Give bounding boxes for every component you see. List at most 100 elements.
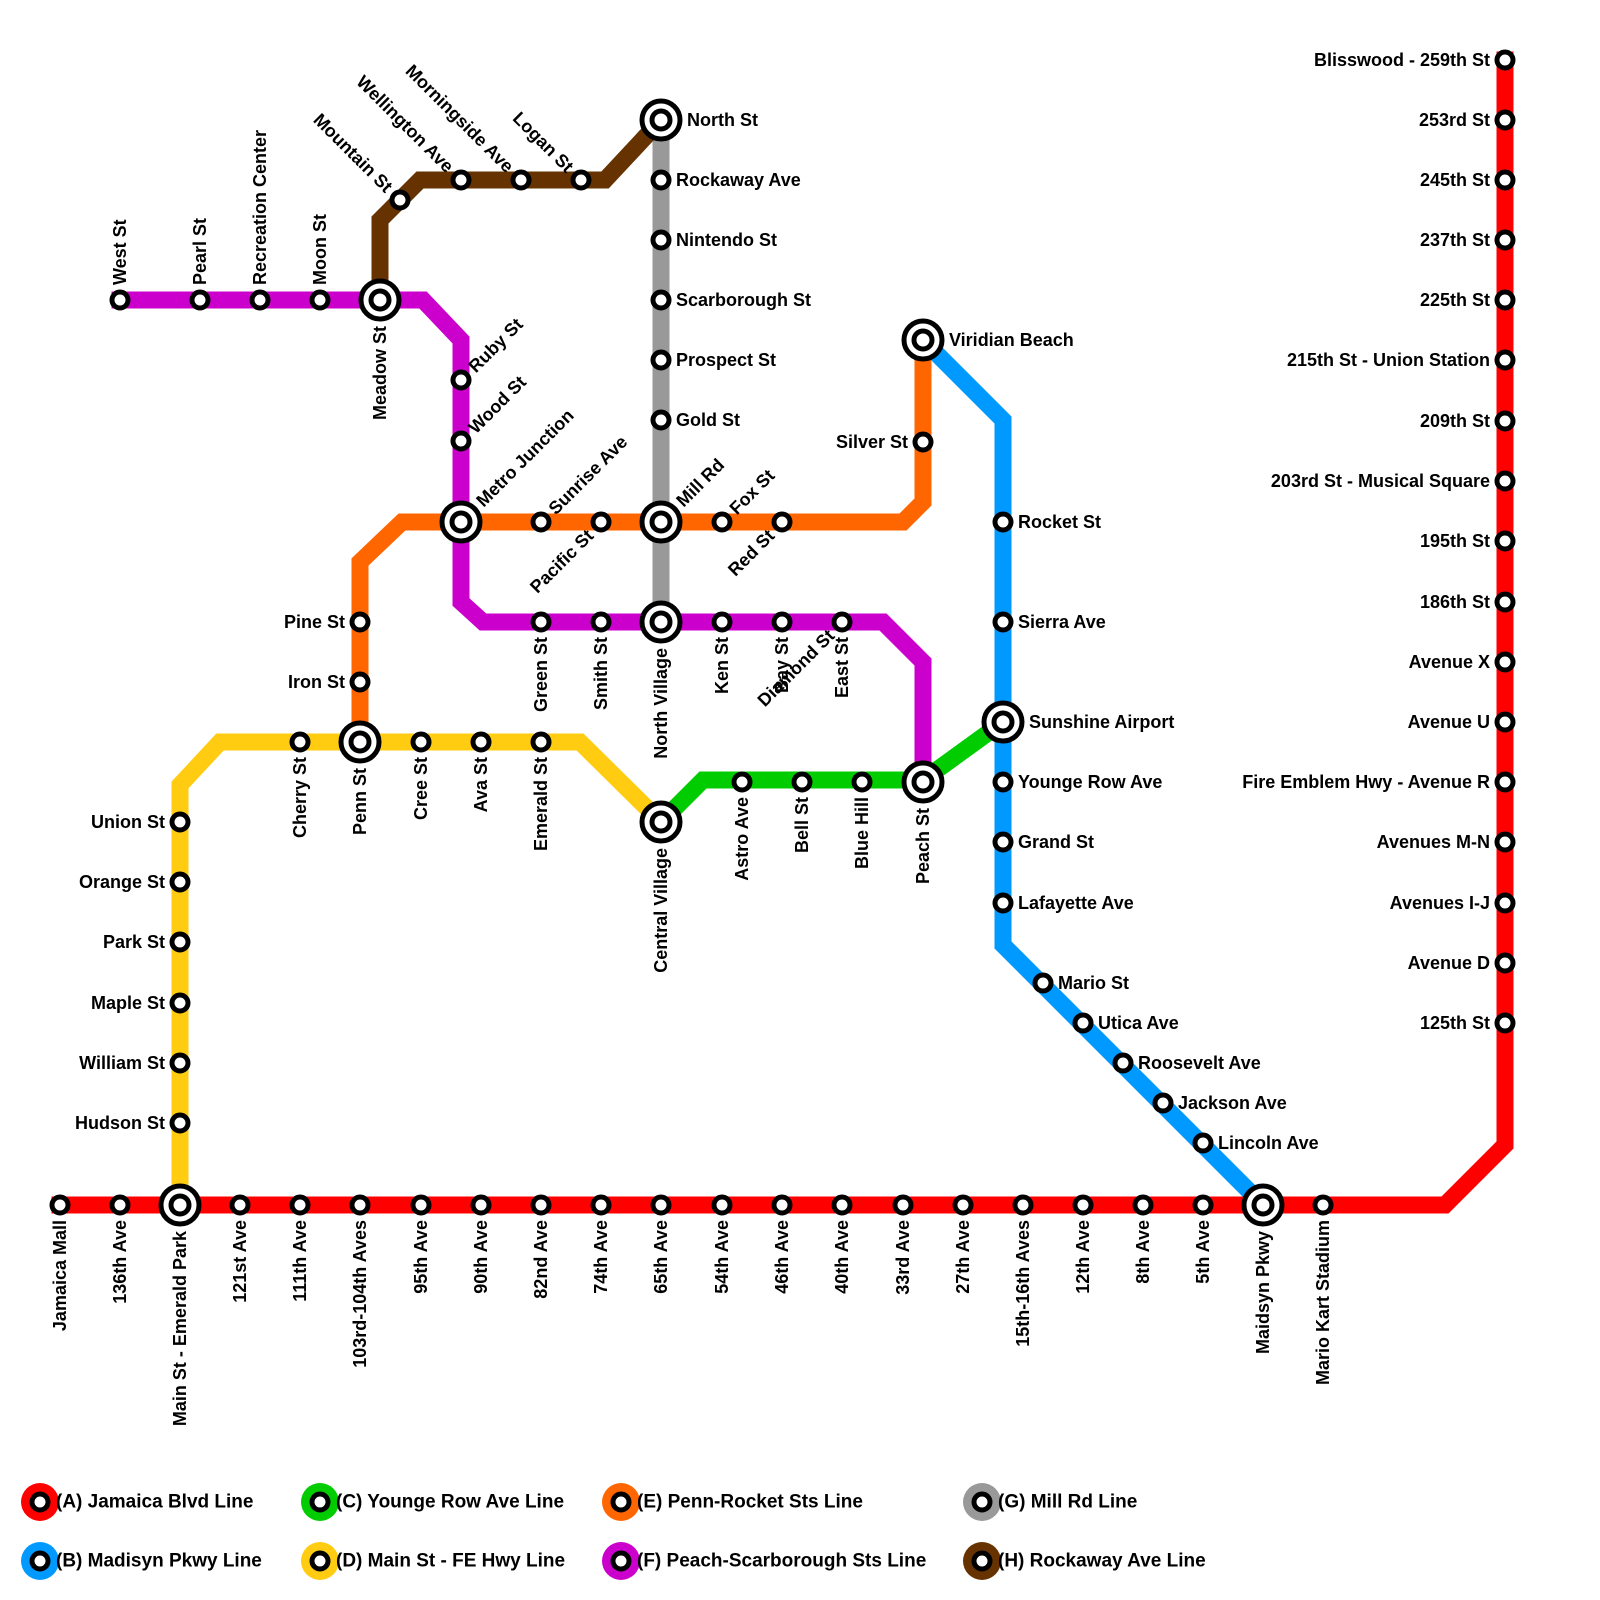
- station-cherry-st[interactable]: [292, 734, 308, 750]
- station-s203rd-st[interactable]: [1497, 473, 1513, 489]
- station-s15th-16th-aves[interactable]: [1015, 1197, 1031, 1213]
- station-ava-st[interactable]: [473, 734, 489, 750]
- station-green-st[interactable]: [533, 614, 549, 630]
- station-bell-st[interactable]: [794, 774, 810, 790]
- station-rockaway-ave[interactable]: [653, 172, 669, 188]
- station-avenues-m-n[interactable]: [1497, 834, 1513, 850]
- station-logan-st[interactable]: [573, 172, 589, 188]
- station-jamaica-mall[interactable]: [52, 1197, 68, 1213]
- station-iron-st[interactable]: [352, 674, 368, 690]
- station-s103rd-104th-aves[interactable]: [352, 1197, 368, 1213]
- station-sierra-ave[interactable]: [995, 614, 1011, 630]
- station-nintendo-st[interactable]: [653, 232, 669, 248]
- station-s27th-ave[interactable]: [955, 1197, 971, 1213]
- station-park-st[interactable]: [172, 934, 188, 950]
- station-mario-kart-stadium[interactable]: [1315, 1197, 1331, 1213]
- station-blue-hill[interactable]: [854, 774, 870, 790]
- legend-b-label: (B) Madisyn Pkwy Line: [56, 1551, 262, 1572]
- label-viridian-beach: Viridian Beach: [949, 330, 1074, 350]
- station-pacific-st[interactable]: [593, 514, 609, 530]
- station-s33rd-ave[interactable]: [895, 1197, 911, 1213]
- station-recreation-center[interactable]: [252, 292, 268, 308]
- station-lincoln-ave[interactable]: [1195, 1135, 1211, 1151]
- station-wellington-ave[interactable]: [453, 172, 469, 188]
- station-s186th-st[interactable]: [1497, 594, 1513, 610]
- station-astro-ave[interactable]: [734, 774, 750, 790]
- legend-h-marker-icon: [974, 1553, 990, 1569]
- station-union-st[interactable]: [172, 814, 188, 830]
- station-william-st[interactable]: [172, 1055, 188, 1071]
- station-fox-st[interactable]: [714, 514, 730, 530]
- station-s225th-st[interactable]: [1497, 292, 1513, 308]
- label-north-st: North St: [687, 110, 758, 130]
- station-s253rd-st[interactable]: [1497, 112, 1513, 128]
- station-hudson-st[interactable]: [172, 1115, 188, 1131]
- station-s215th-st[interactable]: [1497, 352, 1513, 368]
- station-s125th-st[interactable]: [1497, 1015, 1513, 1031]
- station-grand-st[interactable]: [995, 834, 1011, 850]
- label-s54th-ave: 54th Ave: [712, 1220, 732, 1294]
- station-east-st[interactable]: [834, 614, 850, 630]
- label-mario-kart-stadium: Mario Kart Stadium: [1313, 1220, 1333, 1385]
- station-s5th-ave[interactable]: [1195, 1197, 1211, 1213]
- label-s95th-ave: 95th Ave: [411, 1220, 431, 1294]
- label-s186th-st: 186th St: [1420, 592, 1490, 612]
- station-bay-st[interactable]: [774, 614, 790, 630]
- station-s40th-ave[interactable]: [834, 1197, 850, 1213]
- station-wood-st[interactable]: [453, 433, 469, 449]
- station-roosevelt-ave[interactable]: [1115, 1055, 1131, 1071]
- label-west-st: West St: [110, 219, 130, 285]
- station-cree-st[interactable]: [413, 734, 429, 750]
- station-s95th-ave[interactable]: [413, 1197, 429, 1213]
- station-orange-st[interactable]: [172, 874, 188, 890]
- station-s237th-st[interactable]: [1497, 232, 1513, 248]
- station-moon-st[interactable]: [312, 292, 328, 308]
- station-s82nd-ave[interactable]: [533, 1197, 549, 1213]
- station-avenue-x[interactable]: [1497, 654, 1513, 670]
- station-ruby-st[interactable]: [453, 372, 469, 388]
- station-s195th-st[interactable]: [1497, 533, 1513, 549]
- station-rocket-st[interactable]: [995, 514, 1011, 530]
- station-red-st[interactable]: [774, 514, 790, 530]
- station-younge-row-ave[interactable]: [995, 774, 1011, 790]
- station-emerald-st[interactable]: [533, 734, 549, 750]
- station-s8th-ave[interactable]: [1135, 1197, 1151, 1213]
- station-avenues-i-j[interactable]: [1497, 895, 1513, 911]
- station-pine-st[interactable]: [352, 614, 368, 630]
- station-s209th-st[interactable]: [1497, 413, 1513, 429]
- station-fire-emblem-hwy[interactable]: [1497, 774, 1513, 790]
- station-avenue-u[interactable]: [1497, 714, 1513, 730]
- station-jackson-ave[interactable]: [1155, 1095, 1171, 1111]
- station-scarborough-st[interactable]: [653, 292, 669, 308]
- station-s136th-ave[interactable]: [112, 1197, 128, 1213]
- station-pearl-st[interactable]: [192, 292, 208, 308]
- station-prospect-st[interactable]: [653, 352, 669, 368]
- station-gold-st[interactable]: [653, 412, 669, 428]
- station-avenue-d[interactable]: [1497, 955, 1513, 971]
- station-mountain-st[interactable]: [392, 192, 408, 208]
- station-blisswood[interactable]: [1497, 52, 1513, 68]
- station-mario-st[interactable]: [1035, 975, 1051, 991]
- station-silver-st[interactable]: [915, 434, 931, 450]
- label-avenue-u: Avenue U: [1408, 712, 1490, 732]
- station-west-st[interactable]: [112, 292, 128, 308]
- station-s65th-ave[interactable]: [653, 1197, 669, 1213]
- label-smith-st: Smith St: [591, 637, 611, 710]
- station-lafayette-ave[interactable]: [995, 895, 1011, 911]
- station-morningside-ave[interactable]: [513, 172, 529, 188]
- station-s74th-ave[interactable]: [593, 1197, 609, 1213]
- station-s90th-ave[interactable]: [473, 1197, 489, 1213]
- station-s46th-ave[interactable]: [774, 1197, 790, 1213]
- station-s111th-ave[interactable]: [292, 1197, 308, 1213]
- station-s12th-ave[interactable]: [1075, 1197, 1091, 1213]
- station-utica-ave[interactable]: [1075, 1015, 1091, 1031]
- station-sunrise-ave[interactable]: [533, 514, 549, 530]
- station-ken-st[interactable]: [714, 614, 730, 630]
- station-smith-st[interactable]: [593, 614, 609, 630]
- station-s121st-ave[interactable]: [232, 1197, 248, 1213]
- station-s54th-ave[interactable]: [714, 1197, 730, 1213]
- station-s245th-st[interactable]: [1497, 172, 1513, 188]
- label-north-village: North Village: [651, 648, 671, 759]
- label-s74th-ave: 74th Ave: [591, 1220, 611, 1294]
- station-maple-st[interactable]: [172, 995, 188, 1011]
